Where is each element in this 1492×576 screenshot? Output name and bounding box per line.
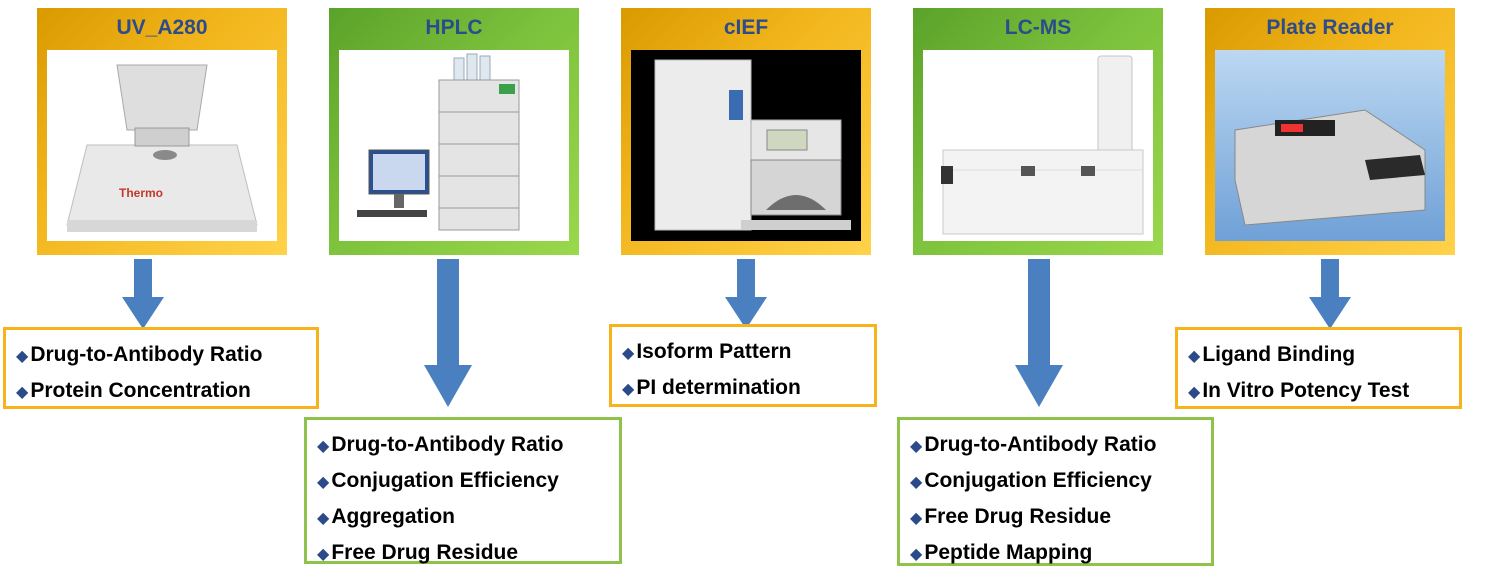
list-item: ◆Conjugation Efficiency [910,469,1152,492]
cief-analyzer-image [631,50,861,241]
instrument-card-uv-a280: UV_A280 Thermo [37,8,287,255]
list-item: ◆Free Drug Residue [910,505,1112,528]
analysis-box-cief: ◆Isoform Pattern ◆PI determination [609,324,877,407]
card-title: HPLC [425,16,483,39]
thermo-logo: Thermo [119,186,163,200]
diamond-bullet-icon: ◆ [16,384,29,401]
down-arrow-icon [725,259,767,329]
list-item: ◆Ligand Binding [1188,343,1356,366]
lc-ms-instrument-image [923,50,1153,241]
diamond-bullet-icon: ◆ [910,546,923,563]
diamond-bullet-icon: ◆ [317,546,330,563]
list-item: ◆Conjugation Efficiency [317,469,559,492]
analysis-box-hplc: ◆Drug-to-Antibody Ratio ◆Conjugation Eff… [304,417,622,564]
analysis-box-lc-ms: ◆Drug-to-Antibody Ratio ◆Conjugation Eff… [897,417,1214,566]
list-item: ◆Drug-to-Antibody Ratio [317,433,564,456]
hplc-system-image [339,50,569,241]
card-title: cIEF [723,16,769,39]
diamond-bullet-icon: ◆ [16,348,29,365]
list-item: ◆Free Drug Residue [317,541,519,564]
list-item: ◆Aggregation [317,505,455,528]
card-title: LC-MS [1004,16,1072,39]
list-item: ◆Peptide Mapping [910,541,1093,564]
card-title: UV_A280 [116,16,208,39]
analysis-box-uv-a280: ◆Drug-to-Antibody Ratio ◆Protein Concent… [3,327,319,409]
list-item: ◆In Vitro Potency Test [1188,379,1410,402]
analysis-box-plate-reader: ◆Ligand Binding ◆In Vitro Potency Test [1175,327,1462,409]
list-item: ◆PI determination [622,376,801,399]
list-item: ◆Drug-to-Antibody Ratio [910,433,1157,456]
instrument-card-hplc: HPLC [329,8,579,255]
down-arrow-icon [122,259,164,329]
diamond-bullet-icon: ◆ [622,345,635,362]
down-arrow-icon [424,259,472,407]
diamond-bullet-icon: ◆ [317,474,330,491]
diamond-bullet-icon: ◆ [910,438,923,455]
diamond-bullet-icon: ◆ [910,474,923,491]
list-item: ◆Drug-to-Antibody Ratio [16,343,263,366]
down-arrow-icon [1309,259,1351,329]
diamond-bullet-icon: ◆ [317,510,330,527]
diamond-bullet-icon: ◆ [1188,348,1201,365]
down-arrow-icon [1015,259,1063,407]
diamond-bullet-icon: ◆ [622,381,635,398]
diamond-bullet-icon: ◆ [1188,384,1201,401]
instrument-card-lc-ms: LC-MS [913,8,1163,255]
list-item: ◆Isoform Pattern [622,340,792,363]
instrument-card-cief: cIEF [621,8,871,255]
list-item: ◆Protein Concentration [16,379,251,402]
plate-reader-image [1215,50,1445,241]
diamond-bullet-icon: ◆ [317,438,330,455]
diamond-bullet-icon: ◆ [910,510,923,527]
instrument-card-plate-reader: Plate Reader [1205,8,1455,255]
spectrophotometer-image: Thermo [47,50,277,241]
card-title: Plate Reader [1266,16,1394,39]
